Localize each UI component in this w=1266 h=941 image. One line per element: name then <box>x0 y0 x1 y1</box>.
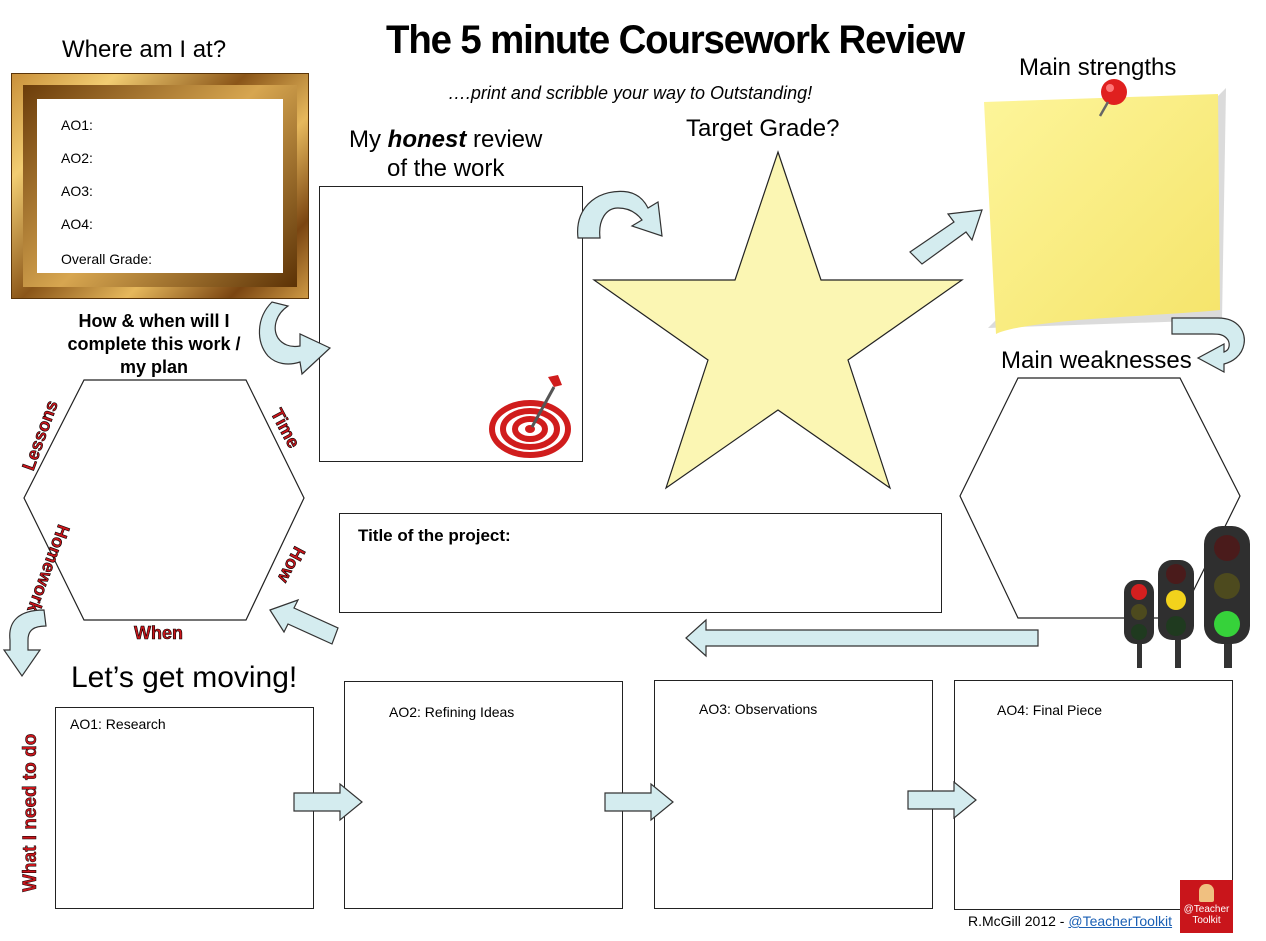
ao1-label: AO1: Research <box>70 716 166 732</box>
curved-arrow-icon <box>577 190 663 239</box>
down-curve-arrow-icon <box>2 609 47 678</box>
plan-heading: How & when will I complete this work / m… <box>67 311 241 377</box>
review-heading-post: review <box>466 126 543 153</box>
grade-line-ao1: AO1: <box>61 117 93 133</box>
ao1-box[interactable]: AO1: Research <box>55 707 314 909</box>
footer-credit-text: R.McGill 2012 - <box>968 913 1069 929</box>
teachertoolkit-link[interactable]: @TeacherToolkit <box>1068 913 1173 929</box>
u-turn-arrow-icon <box>1171 317 1245 374</box>
ao2-box[interactable]: AO2: Refining Ideas <box>344 681 623 909</box>
review-heading-pre: My <box>349 126 388 153</box>
ao4-label: AO4: Final Piece <box>997 702 1103 718</box>
hex-label-when: When <box>134 623 184 644</box>
plan-hexagon[interactable] <box>22 378 306 622</box>
right-arrow-icon <box>293 782 363 822</box>
long-left-arrow-icon <box>685 618 1039 658</box>
traffic-lights-icon <box>1124 526 1250 668</box>
review-heading: My honest review of the work <box>349 125 542 183</box>
review-box[interactable] <box>319 186 583 462</box>
review-heading-emphasis: honest <box>387 126 467 153</box>
logo-figure-icon <box>1199 884 1214 902</box>
logo-line1: @Teacher <box>1183 904 1230 915</box>
star-icon[interactable] <box>592 150 964 490</box>
where-heading: Where am I at? <box>62 36 227 63</box>
ao4-box[interactable]: AO4: Final Piece <box>954 680 1233 910</box>
right-arrow-icon <box>907 780 977 820</box>
grade-line-ao2: AO2: <box>61 150 93 166</box>
teachertoolkit-logo[interactable]: @Teacher Toolkit <box>1180 880 1233 933</box>
left-up-arrow-icon <box>269 598 339 645</box>
moving-heading: Let’s get moving! <box>71 661 298 694</box>
what-i-need-label: What I need to do <box>20 733 42 892</box>
grade-line-ao3: AO3: <box>61 183 93 199</box>
page-title: The 5 minute Coursework Review <box>386 18 965 62</box>
grade-line-ao4: AO4: <box>61 216 93 232</box>
target-grade-heading: Target Grade? <box>686 115 840 142</box>
ao2-label: AO2: Refining Ideas <box>389 704 515 720</box>
project-title-label: Title of the project: <box>358 526 511 545</box>
ao3-box[interactable]: AO3: Observations <box>654 680 933 909</box>
target-icon <box>489 375 571 458</box>
ao3-label: AO3: Observations <box>699 701 818 717</box>
right-arrow-icon <box>604 782 674 822</box>
review-heading-line2: of the work <box>386 155 505 182</box>
project-title-box[interactable]: Title of the project: <box>339 513 942 613</box>
sticky-note[interactable] <box>978 76 1230 338</box>
picture-frame: AO1: AO2: AO3: AO4: Overall Grade: <box>11 73 309 299</box>
strengths-heading: Main strengths <box>1019 54 1177 81</box>
frame-to-review-arrow-icon <box>258 301 332 376</box>
frame-canvas: AO1: AO2: AO3: AO4: Overall Grade: <box>37 99 283 273</box>
page-subtitle: ….print and scribble your way to Outstan… <box>447 83 813 103</box>
logo-line2: Toolkit <box>1192 915 1221 926</box>
diagonal-arrow-icon <box>909 209 983 265</box>
grade-line-overall: Overall Grade: <box>61 251 153 267</box>
weaknesses-heading: Main weaknesses <box>1001 347 1192 374</box>
footer-credit: R.McGill 2012 - @TeacherToolkit <box>968 913 1172 929</box>
